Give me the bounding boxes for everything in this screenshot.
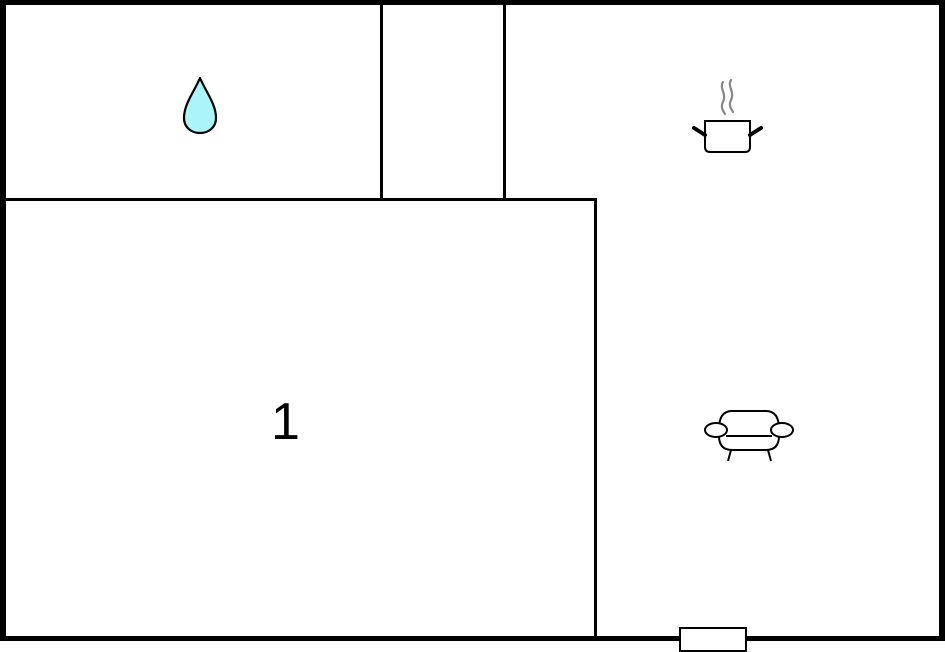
- outer-wall-left: [0, 0, 6, 641]
- window: [679, 627, 747, 652]
- outer-wall-top: [0, 0, 945, 5]
- interior-wall-horizontal: [0, 198, 597, 201]
- interior-wall-hallway-kitchen: [503, 0, 506, 201]
- water-drop-icon: [182, 76, 218, 135]
- room-hallway: [384, 5, 504, 199]
- outer-wall-bottom: [0, 636, 945, 641]
- sofa-icon: [704, 410, 794, 462]
- cooking-pot-icon: [692, 78, 763, 153]
- room-number-label: 1: [271, 393, 300, 451]
- interior-wall-bedroom-kitchen: [594, 198, 597, 638]
- interior-wall-bathroom-hallway: [380, 0, 383, 201]
- outer-wall-right: [939, 0, 945, 641]
